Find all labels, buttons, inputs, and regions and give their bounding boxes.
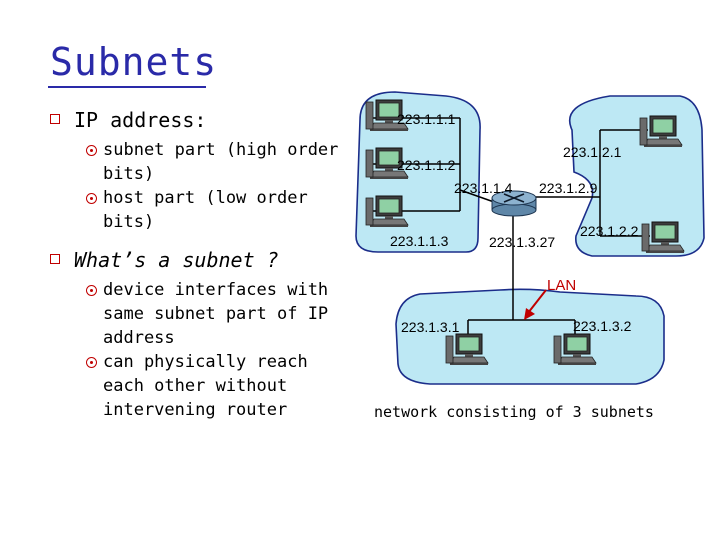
sub-bullet-text: subnet part (high order bits) xyxy=(103,140,339,184)
ip-label: 223.1.2.1 xyxy=(563,144,622,160)
workstation-icon xyxy=(639,115,683,148)
router-icon xyxy=(491,190,537,217)
lan-label: LAN xyxy=(547,277,576,294)
ip-label: 223.1.3.1 xyxy=(401,319,460,335)
ip-label: 223.1.1.4 xyxy=(454,180,513,196)
ip-label: 223.1.3.27 xyxy=(489,234,555,250)
ip-label: 223.1.3.2 xyxy=(573,318,632,334)
ip-label: 223.1.1.2 xyxy=(397,157,456,173)
workstation-icon xyxy=(445,333,489,366)
ring-bullet-icon xyxy=(86,145,97,156)
sub-bullet-text: device interfaces with same subnet part … xyxy=(103,280,329,348)
page-title: Subnets xyxy=(50,40,218,84)
bullet-list: IP address: subnet part (high order bits… xyxy=(48,108,348,422)
workstation-icon xyxy=(553,333,597,366)
ring-bullet-icon xyxy=(86,285,97,296)
ip-label: 223.1.2.9 xyxy=(539,180,598,196)
sub-bullet: can physically reach each other without … xyxy=(48,350,348,422)
bullet-whats-a-subnet: What’s a subnet ? xyxy=(48,248,348,272)
workstation-icon xyxy=(641,221,685,254)
ip-label: 223.1.1.1 xyxy=(397,111,456,127)
square-bullet-icon xyxy=(50,114,60,124)
bullet-text: What’s a subnet ? xyxy=(74,248,279,272)
ring-bullet-icon xyxy=(86,193,97,204)
ip-label: 223.1.2.2 xyxy=(580,223,639,239)
sub-bullet-text: host part (low order bits) xyxy=(103,188,308,232)
workstation-icon xyxy=(365,195,409,228)
square-bullet-icon xyxy=(50,254,60,264)
ip-label: 223.1.1.3 xyxy=(390,233,449,249)
subnet-cloud-3 xyxy=(395,288,665,385)
sub-bullet: host part (low order bits) xyxy=(48,186,348,234)
red-arrow-icon xyxy=(524,289,547,320)
sub-bullet: device interfaces with same subnet part … xyxy=(48,278,348,350)
ring-bullet-icon xyxy=(86,357,97,368)
bullet-ip-address: IP address: xyxy=(48,108,348,132)
bullet-text: IP address: xyxy=(74,108,207,132)
sub-bullet: subnet part (high order bits) xyxy=(48,138,348,186)
sub-bullet-text: can physically reach each other without … xyxy=(103,352,308,420)
diagram-caption: network consisting of 3 subnets xyxy=(374,403,654,421)
title-underline xyxy=(48,86,206,88)
